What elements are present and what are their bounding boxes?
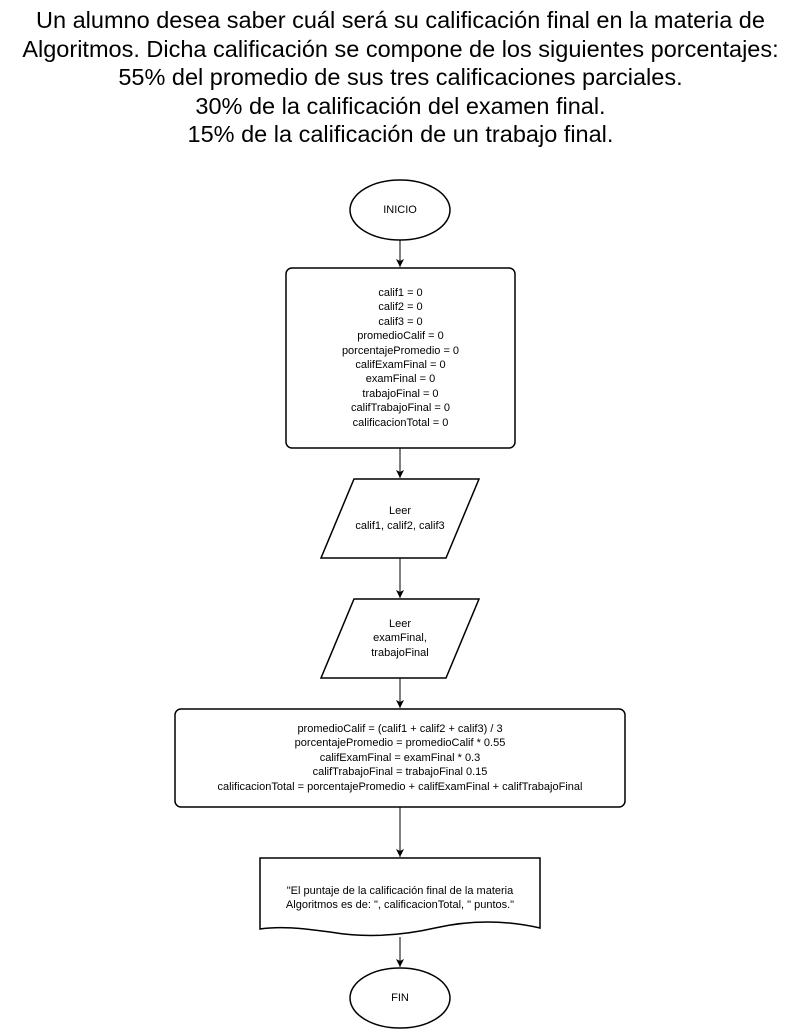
input2-line: Leer	[388, 617, 412, 630]
input-parallelogram-1	[319, 478, 481, 559]
input2-label: Leer examFinal, trabajoFinal	[321, 599, 479, 678]
calc-line: califTrabajoFinal = trabajoFinal 0.15	[312, 766, 488, 779]
init-line: promedioCalif = 0	[357, 330, 444, 343]
init-line: porcentajePromedio = 0	[341, 344, 460, 357]
init-line: califTrabajoFinal = 0	[351, 402, 450, 415]
input2-line: trabajoFinal	[371, 646, 429, 659]
problem-line: Algoritmos. Dicha calificación se compon…	[22, 35, 779, 62]
input2-line: examFinal,	[373, 632, 427, 645]
init-line: calif2 = 0	[378, 301, 423, 314]
init-line: trabajoFinal = 0	[362, 387, 439, 400]
output-document-shape	[259, 857, 541, 937]
input1-label: Leer calif1, calif2, calif3	[321, 479, 479, 558]
input-parallelogram-2	[319, 598, 481, 679]
input1-line: Leer	[388, 505, 412, 518]
problem-statement: Un alumno desea saber cuál será su calif…	[0, 6, 801, 149]
end-label: FIN	[350, 968, 450, 1028]
problem-line: 55% del promedio de sus tres calificacio…	[118, 64, 683, 90]
init-line: calif3 = 0	[378, 315, 423, 328]
init-line: califExamFinal = 0	[355, 359, 446, 371]
input1-line: calif1, calif2, calif3	[355, 519, 445, 532]
output-line: "El puntaje de la calificación final de …	[286, 884, 514, 897]
calc-line: calificacionTotal = porcentajePromedio +…	[217, 780, 583, 793]
problem-line: 15% de la calificación de un trabajo fin…	[187, 121, 614, 147]
init-label: calif1 = 0 calif2 = 0 calif3 = 0 promedi…	[286, 268, 515, 448]
output-line: Algoritmos es de: ", calificacionTotal, …	[285, 899, 515, 911]
start-label: INICIO	[350, 180, 450, 240]
problem-line: 30% de la calificación del examen final.	[195, 92, 606, 119]
init-line: examFinal = 0	[365, 373, 436, 386]
calc-line: promedioCalif = (calif1 + calif2 + calif…	[297, 722, 503, 735]
calc-line: porcentajePromedio = promedioCalif * 0.5…	[294, 737, 506, 750]
init-line: calif1 = 0	[378, 286, 423, 299]
output-label: "El puntaje de la calificación final de …	[260, 870, 540, 926]
end-text: FIN	[391, 991, 409, 1004]
problem-line: Un alumno desea saber cuál será su calif…	[36, 7, 765, 33]
start-text: INICIO	[383, 203, 417, 216]
end-terminator	[349, 967, 451, 1029]
init-line: calificacionTotal = 0	[352, 416, 449, 429]
calc-label: promedioCalif = (calif1 + calif2 + calif…	[175, 709, 625, 807]
calc-line: califExamFinal = examFinal * 0.3	[319, 751, 481, 764]
